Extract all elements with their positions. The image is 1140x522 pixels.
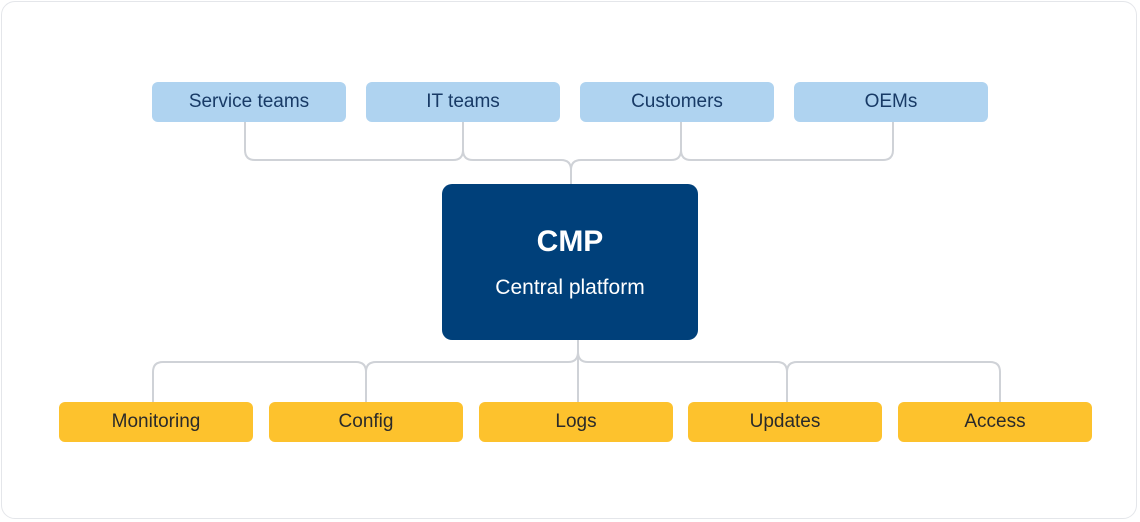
connector-monitoring-config [152,361,367,402]
node-monitoring: Monitoring [59,402,253,442]
node-logs: Logs [479,402,673,442]
node-label: OEMs [864,91,918,112]
connector-it-teams [462,122,572,184]
node-label: Service teams [188,91,310,112]
connector-config-center [365,351,579,373]
node-updates: Updates [688,402,882,442]
center-title: CMP [536,225,604,258]
connector-oems [680,122,894,161]
node-label: Monitoring [111,411,201,432]
node-config: Config [269,402,463,442]
node-label: Config [338,411,394,432]
connector-service-teams [244,122,464,161]
node-access: Access [898,402,1092,442]
node-customers: Customers [580,82,774,122]
center-subtitle: Central platform [495,276,645,299]
node-label: Access [964,411,1026,432]
connector-center-updates [577,351,788,402]
connector-customers [570,122,682,171]
node-label: Customers [631,91,723,112]
connector-updates-access [786,361,1001,402]
node-label: Logs [555,411,597,432]
node-label: Updates [749,411,821,432]
node-it-teams: IT teams [366,82,560,122]
node-oems: OEMs [794,82,988,122]
node-service-teams: Service teams [152,82,346,122]
node-label: IT teams [426,91,500,112]
center-node-cmp: CMP Central platform [442,184,698,340]
